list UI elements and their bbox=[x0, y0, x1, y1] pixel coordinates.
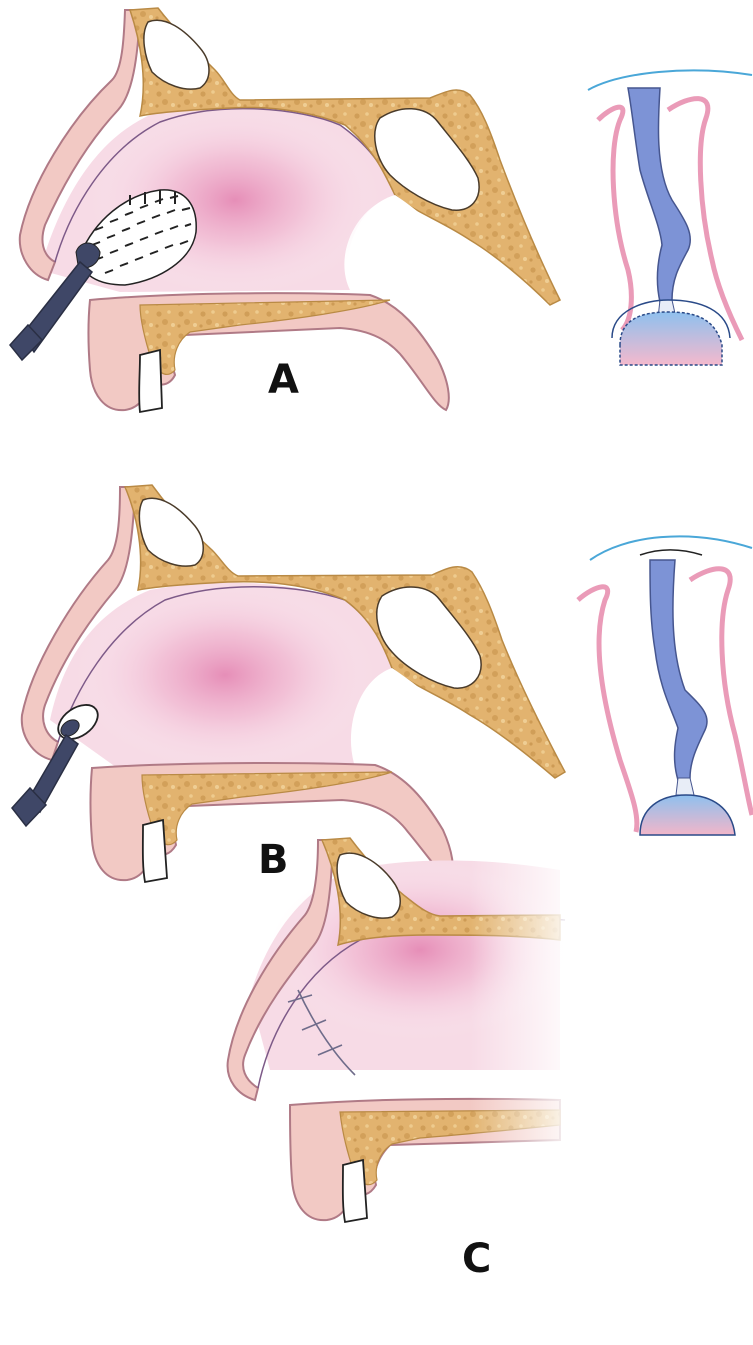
inset-a-septum-cross-section bbox=[588, 70, 752, 365]
septum-blue bbox=[628, 88, 690, 302]
septum-blue bbox=[650, 560, 707, 780]
incisor-tooth bbox=[143, 820, 167, 882]
panel-label-b: B bbox=[258, 837, 289, 883]
panel-a: A bbox=[10, 8, 752, 412]
mucosa-glow bbox=[75, 580, 375, 770]
incisor-tooth bbox=[343, 1160, 367, 1222]
panel-label-c: C bbox=[462, 1236, 491, 1282]
panel-b: B bbox=[12, 485, 752, 883]
panel-label-a: A bbox=[268, 357, 299, 403]
inset-b-septum-cross-section bbox=[578, 536, 752, 835]
incisor-tooth bbox=[139, 350, 162, 412]
fade-overlay bbox=[470, 830, 580, 1170]
panel-c: C bbox=[228, 830, 580, 1282]
